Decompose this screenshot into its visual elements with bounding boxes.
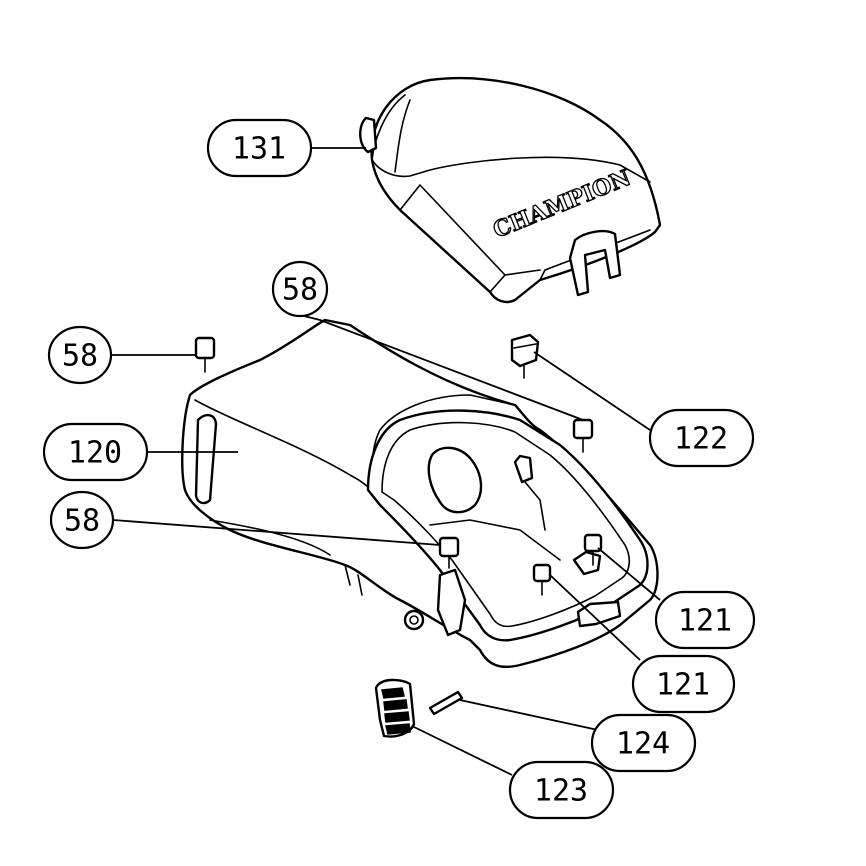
callout-122: 122 <box>648 408 755 468</box>
screw-part-121-front <box>532 563 552 596</box>
callout-120: 120 <box>42 422 149 482</box>
leader-124 <box>459 699 599 731</box>
svg-text:121: 121 <box>656 668 710 703</box>
svg-text:58: 58 <box>64 504 100 539</box>
callout-58-left: 58 <box>47 325 113 385</box>
callout-131: 131 <box>206 118 313 178</box>
callout-121-upper: 121 <box>654 590 756 650</box>
callout-121-lower: 121 <box>631 654 736 714</box>
callout-123: 123 <box>508 760 615 820</box>
svg-text:122: 122 <box>674 422 728 457</box>
screw-part-58-inner <box>438 536 460 569</box>
leader-lines <box>111 147 661 776</box>
button-part-123 <box>374 678 416 738</box>
screw-part-58-left <box>194 336 216 373</box>
pin-part-124 <box>428 690 464 716</box>
leader-122 <box>533 351 651 431</box>
lower-housing-part-120 <box>181 318 659 669</box>
callout-124: 124 <box>590 713 697 773</box>
svg-text:121: 121 <box>678 604 732 639</box>
screw-part-58-right <box>572 418 594 453</box>
leader-58-top <box>299 314 584 421</box>
svg-text:58: 58 <box>62 339 98 374</box>
svg-text:123: 123 <box>534 774 588 809</box>
svg-text:131: 131 <box>232 132 286 167</box>
leader-58-lower <box>112 519 441 546</box>
top-cover-part-131: CHAMPION <box>359 76 662 304</box>
callout-58-top: 58 <box>271 260 329 318</box>
leader-123 <box>411 725 513 776</box>
svg-text:120: 120 <box>68 436 122 471</box>
clip-part-122 <box>510 333 540 379</box>
screw-part-121-rear <box>583 533 603 566</box>
leader-121-lower <box>549 574 641 661</box>
svg-text:124: 124 <box>616 727 670 762</box>
callout-58-lower: 58 <box>49 490 115 550</box>
leader-121-upper <box>597 547 661 601</box>
svg-text:58: 58 <box>282 273 318 308</box>
